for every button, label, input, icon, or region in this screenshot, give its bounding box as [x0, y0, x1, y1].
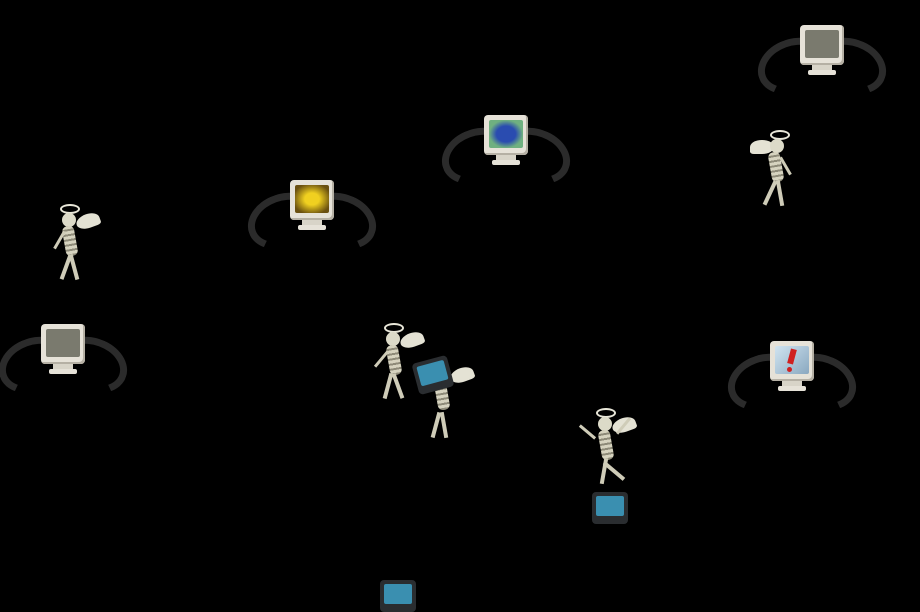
skull-screen-icon — [805, 30, 839, 58]
flying-angel — [46, 204, 106, 284]
flying-angel — [370, 323, 430, 403]
winged-monitor — [433, 115, 579, 194]
winged-monitor — [749, 25, 895, 104]
blue-logo-screen-icon — [489, 120, 523, 148]
exclamation-screen-icon — [775, 346, 809, 374]
winged-monitor — [239, 180, 385, 259]
winged-monitor — [719, 341, 865, 420]
winged-monitor — [0, 324, 136, 403]
skull-screen-icon — [46, 329, 80, 357]
flying-angel — [578, 408, 638, 488]
flying-angel — [746, 130, 806, 210]
lightning-screen-icon — [295, 185, 329, 213]
tv-icon — [380, 580, 416, 612]
tv-icon — [592, 492, 628, 524]
